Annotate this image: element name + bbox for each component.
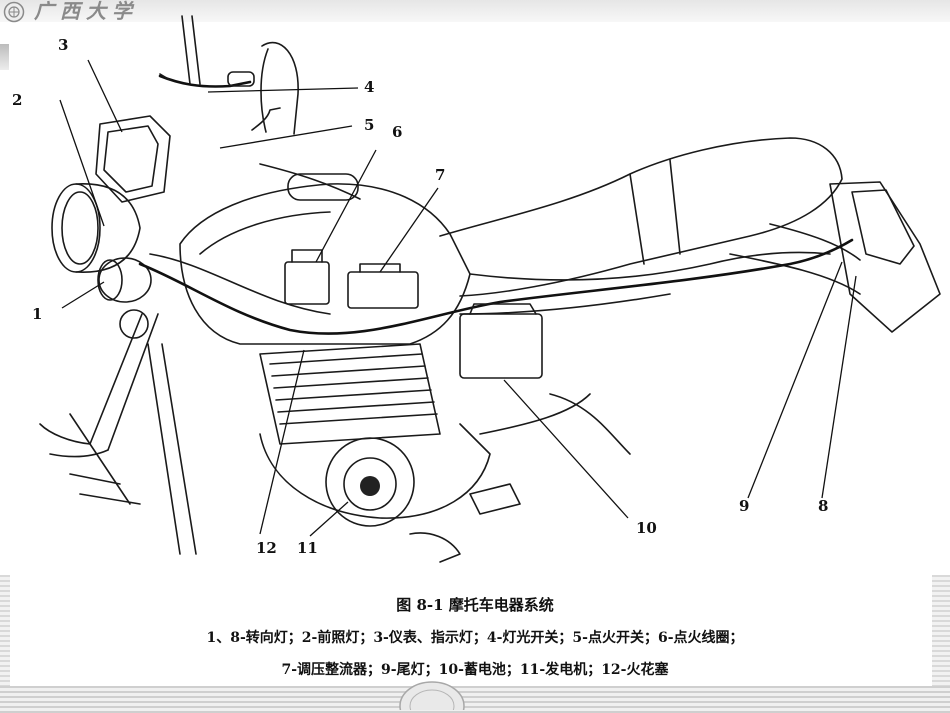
callout-8: 8 [818, 497, 829, 515]
callout-10: 10 [636, 519, 657, 537]
footer-band [0, 686, 950, 713]
callout-9: 9 [739, 497, 750, 515]
callout-2: 2 [12, 91, 23, 109]
figure-legend-line-1: 1、8-转向灯；2-前照灯；3-仪表、指示灯；4-灯光开关；5-点火开关；6-点… [206, 630, 744, 646]
callout-5: 5 [364, 116, 375, 134]
callout-3: 3 [58, 36, 69, 54]
figure-caption-title: 图 8-1 摩托车电器系统 [396, 596, 554, 614]
motorcycle-electrical-diagram [39, 15, 941, 563]
callout-11: 11 [297, 539, 318, 557]
callout-7: 7 [435, 166, 446, 184]
university-seal-icon [3, 1, 25, 23]
callout-6: 6 [392, 123, 403, 141]
university-seal-icon [399, 681, 465, 710]
figure-legend-line-2: 7-调压整流器；9-尾灯；10-蓄电池；11-发电机；12-火花塞 [281, 662, 669, 678]
school-name: 广西大学 [34, 0, 138, 23]
callout-12: 12 [256, 539, 277, 557]
side-decoration [932, 575, 950, 713]
callout-1: 1 [32, 305, 43, 323]
header-band [0, 0, 950, 22]
side-decoration [0, 44, 9, 70]
side-decoration [0, 575, 10, 713]
callout-4: 4 [364, 78, 375, 96]
